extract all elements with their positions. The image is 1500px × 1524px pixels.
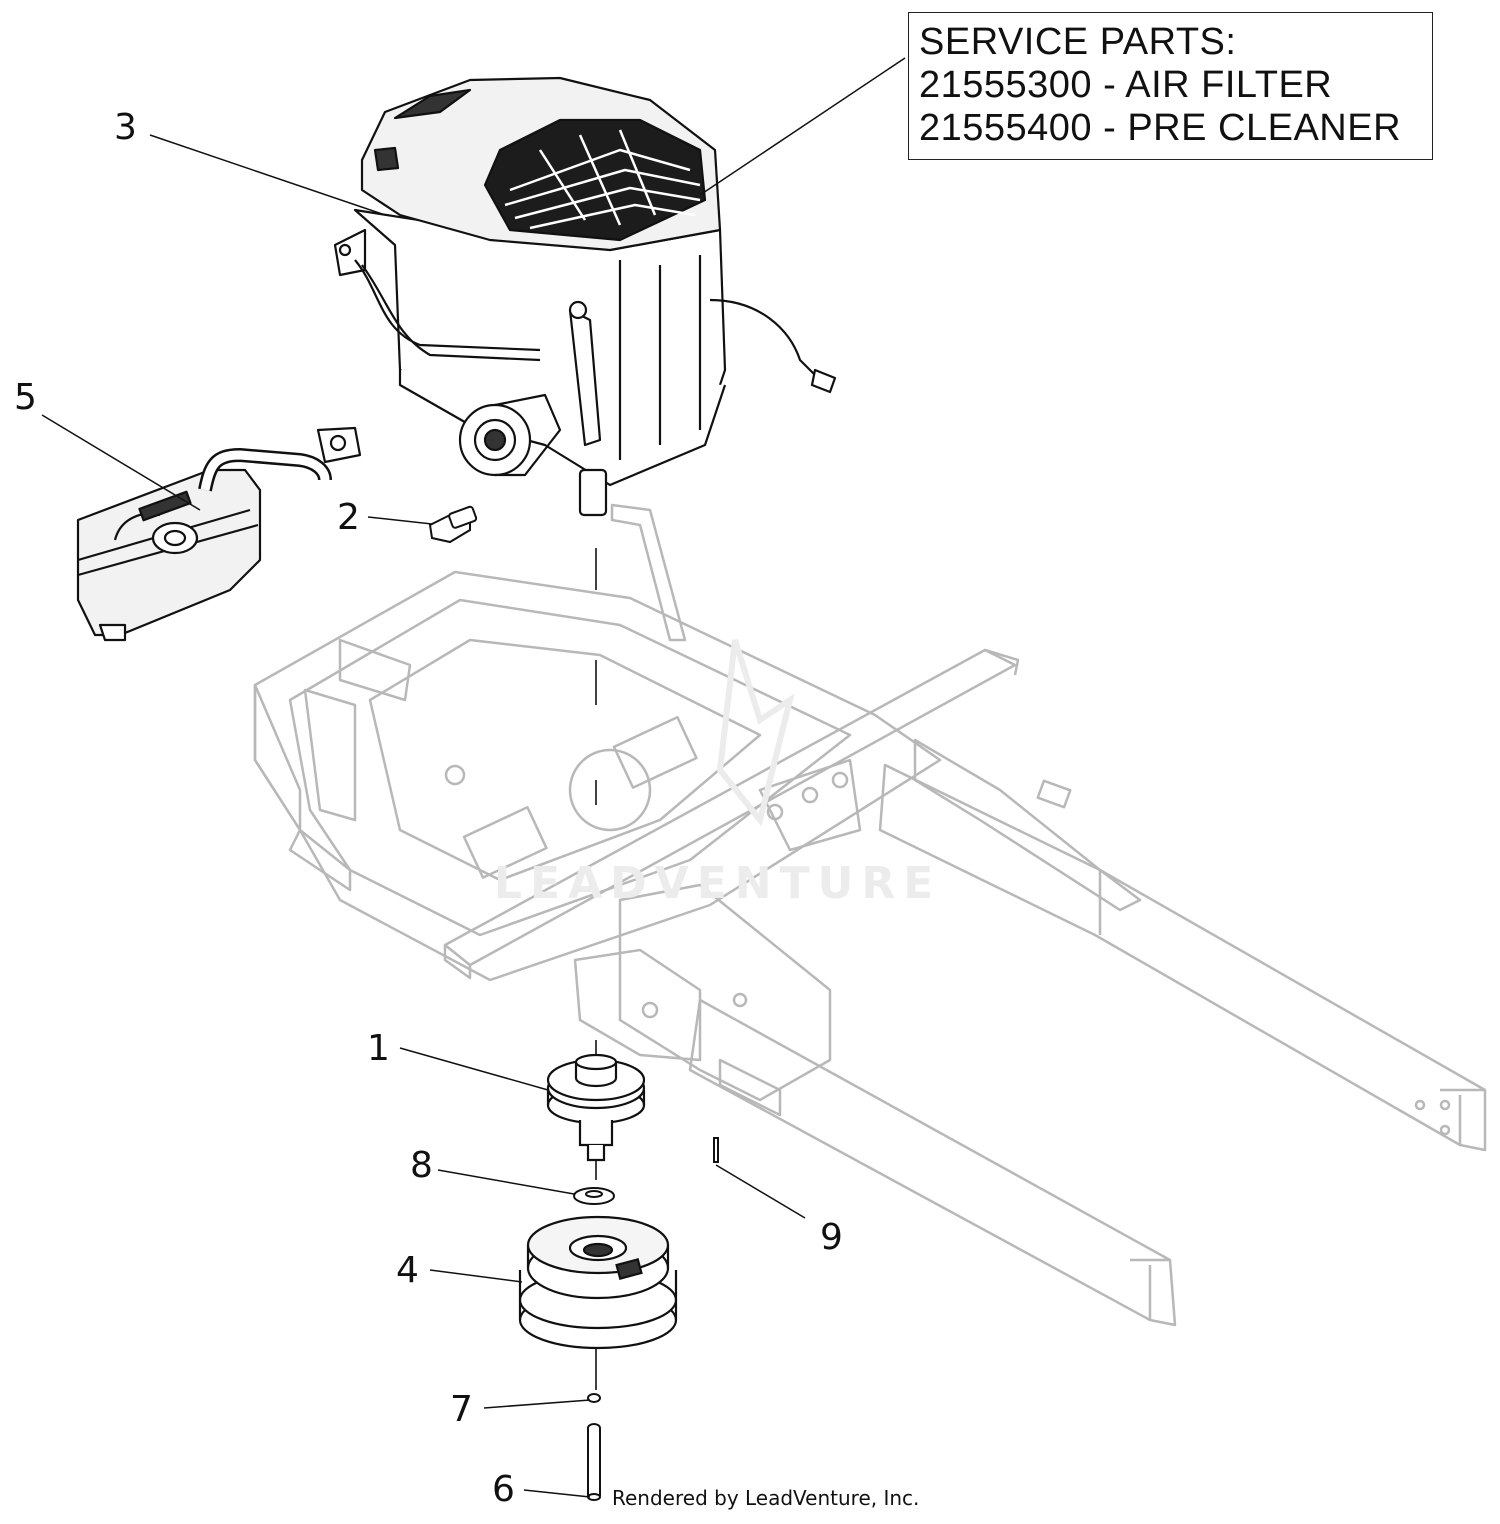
bolt-part-2	[428, 505, 478, 544]
bolt-part-6	[587, 1423, 601, 1501]
washer-part-8	[573, 1187, 615, 1205]
callout-1: 1	[367, 1028, 390, 1069]
callout-3: 3	[114, 107, 137, 148]
rendered-by-footer: Rendered by LeadVenture, Inc.	[612, 1486, 920, 1510]
clutch-part-4	[518, 1215, 678, 1350]
service-parts-box: SERVICE PARTS: 21555300 - AIR FILTER 215…	[908, 12, 1433, 160]
callout-4: 4	[396, 1250, 419, 1291]
watermark-logo	[716, 639, 795, 827]
service-part-pre-cleaner: 21555400 - PRE CLEANER	[919, 107, 1402, 149]
pin-part-9	[713, 1137, 719, 1163]
pulley-part-1	[546, 1053, 646, 1162]
muffler-part-5	[76, 426, 362, 642]
callout-2: 2	[337, 497, 360, 538]
callout-8: 8	[410, 1145, 433, 1186]
leader-lines	[41, 57, 906, 1498]
chassis-frame	[253, 503, 1487, 1327]
service-part-air-filter: 21555300 - AIR FILTER	[919, 64, 1333, 106]
callout-9: 9	[820, 1217, 843, 1258]
callout-5: 5	[14, 377, 37, 418]
callout-7: 7	[450, 1389, 473, 1430]
watermark-text: LEADVENTURE	[494, 858, 942, 909]
engine-part-3	[333, 76, 837, 517]
callout-6: 6	[492, 1469, 515, 1510]
lock-washer-part-7	[587, 1393, 601, 1403]
service-parts-heading: SERVICE PARTS:	[919, 21, 1237, 63]
